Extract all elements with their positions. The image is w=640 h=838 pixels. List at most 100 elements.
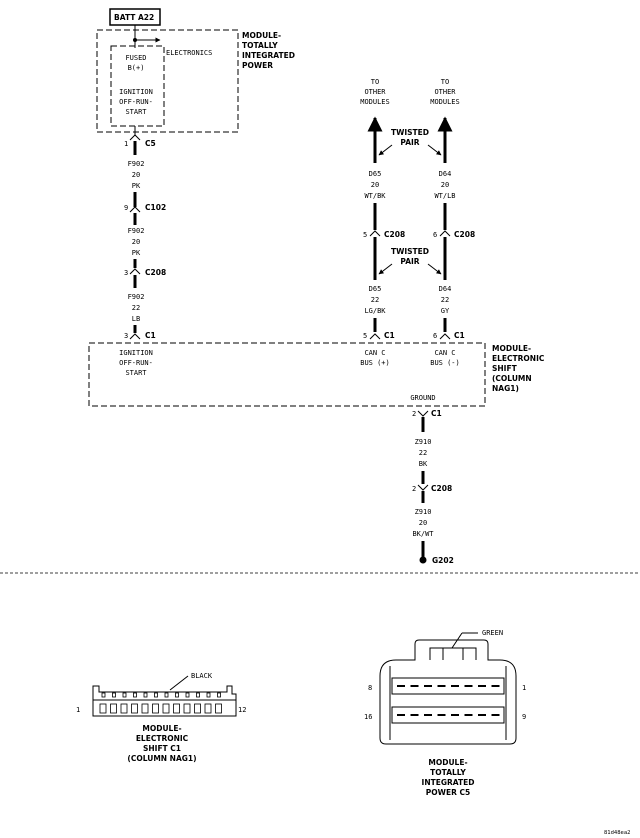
tip-ign-3: START: [125, 108, 147, 116]
shift-c1-latch: [196, 692, 200, 698]
c208-d64-label: C208: [454, 230, 475, 239]
twisted-pair-2b: PAIR: [400, 257, 419, 266]
c1-d65-connector-symbol: [369, 333, 381, 340]
shift-c1-latch: [164, 692, 169, 698]
shift-title-4: (COLUMN: [492, 374, 532, 383]
c208-d64-pin: 6: [433, 231, 437, 239]
tip-c5-pin9: 9: [522, 713, 526, 721]
shift-c1-cavity: [131, 703, 138, 714]
shift-canp-2: BUS (+): [360, 359, 390, 367]
f902b-1: F902: [128, 227, 145, 235]
electronics-label: ELECTRONICS: [166, 49, 212, 57]
shift-c1-cavity: [99, 703, 107, 714]
black-label: BLACK: [191, 672, 213, 680]
shift-canp-1: CAN C: [364, 349, 385, 357]
tip-ign-2: OFF-RUN-: [119, 98, 153, 106]
d65-bot-2: 22: [371, 296, 379, 304]
c208-d65-connector-symbol: [369, 230, 381, 237]
tip-title-4: POWER: [242, 61, 273, 70]
c1-d64-connector-symbol: [439, 333, 451, 340]
green-label: GREEN: [482, 629, 503, 637]
c1-gnd-connector-symbol: [417, 410, 429, 417]
c5-pin: 1: [124, 140, 128, 148]
tip-c5-pin1: 1: [522, 684, 526, 692]
c208-gnd-label: C208: [431, 484, 452, 493]
black-leader: [169, 675, 189, 691]
c102-label: C102: [145, 203, 166, 212]
f902c-1: F902: [128, 293, 145, 301]
twisted-pair-2a: TWISTED: [391, 247, 429, 256]
c1-d64-label: C1: [454, 331, 465, 340]
tip-c5-title-1: MODULE-: [428, 758, 467, 767]
c5-label: C5: [145, 139, 156, 148]
z910b-2: 20: [419, 519, 427, 527]
c208a-connector-symbol: [129, 268, 141, 275]
c1-ign-connector-symbol: [129, 333, 141, 340]
shift-title-2: ELECTRONIC: [492, 354, 545, 363]
d64-top-1: D64: [439, 170, 452, 178]
shift-c1-cavity: [194, 703, 201, 714]
to-other-left-1: TO: [371, 78, 379, 86]
z910a-1: Z910: [415, 438, 432, 446]
d65-top-1: D65: [369, 170, 382, 178]
d64-bot-2: 22: [441, 296, 449, 304]
tip-c5-title-4: POWER C5: [426, 788, 470, 797]
shift-module-box: [88, 342, 486, 407]
shift-c1-latch: [154, 692, 158, 698]
z910a-2: 22: [419, 449, 427, 457]
shift-c1-cavity: [120, 703, 128, 714]
c102-connector-symbol: [129, 206, 141, 213]
d64-bot-3: GY: [441, 307, 450, 315]
fused-1: FUSED: [125, 54, 146, 62]
f902c-3: LB: [132, 315, 140, 323]
shift-c1-latch: [143, 692, 148, 698]
reference-number: 81d48ea2: [604, 830, 631, 836]
shift-c1-title-2: ELECTRONIC: [136, 734, 189, 743]
c1-ign-label: C1: [145, 331, 156, 340]
f902b-2: 20: [132, 238, 140, 246]
tip-c5-title-3: INTEGRATED: [422, 778, 475, 787]
d65-bot-1: D65: [369, 285, 382, 293]
c1-d65-label: C1: [384, 331, 395, 340]
c208-d65-pin: 5: [363, 231, 367, 239]
d65-top-3: WT/BK: [364, 192, 386, 200]
z910b-3: BK/WT: [412, 530, 434, 538]
d64-top-3: WT/LB: [434, 192, 455, 200]
to-other-right-2: OTHER: [434, 88, 456, 96]
shift-ign-1: IGNITION: [119, 349, 153, 357]
shift-title-5: NAG1): [492, 384, 519, 393]
shift-c1-cavity: [162, 703, 170, 714]
to-other-right-1: TO: [441, 78, 449, 86]
shift-canm-1: CAN C: [434, 349, 455, 357]
tip-title-1: MODULE-: [242, 31, 281, 40]
tip-c5-pin16: 16: [364, 713, 372, 721]
shift-c1-cavity: [152, 703, 159, 714]
c5-connector-symbol: [129, 134, 141, 141]
d65-top-2: 20: [371, 181, 379, 189]
shift-canm-2: BUS (-): [430, 359, 460, 367]
tip-c5-connector-face: [379, 639, 517, 745]
c208a-pin: 3: [124, 269, 128, 277]
shift-c1-pin-right: 12: [238, 706, 246, 714]
d64-top-2: 20: [441, 181, 449, 189]
shift-c1-pin-left: 1: [76, 706, 80, 714]
shift-title-3: SHIFT: [492, 364, 518, 373]
shift-c1-latch: [185, 692, 190, 698]
shift-c1-cavity: [215, 703, 222, 714]
shift-c1-latch: [206, 692, 211, 698]
shift-c1-latch: [122, 692, 127, 698]
z910a-3: BK: [419, 460, 428, 468]
shift-c1-cavity: [183, 703, 191, 714]
twisted-pair-1b: PAIR: [400, 138, 419, 147]
to-other-left-2: OTHER: [364, 88, 386, 96]
c1-d65-pin: 5: [363, 332, 367, 340]
shift-c1-latch: [175, 692, 179, 698]
c1-gnd-label: C1: [431, 409, 442, 418]
c208-gnd-pin: 2: [412, 485, 416, 493]
shift-c1-title-1: MODULE-: [142, 724, 181, 733]
fused-2: B(+): [128, 64, 145, 72]
shift-c1-latch: [112, 692, 116, 698]
shift-ign-2: OFF-RUN-: [119, 359, 153, 367]
c1-ign-pin: 3: [124, 332, 128, 340]
shift-c1-cavity: [110, 703, 117, 714]
